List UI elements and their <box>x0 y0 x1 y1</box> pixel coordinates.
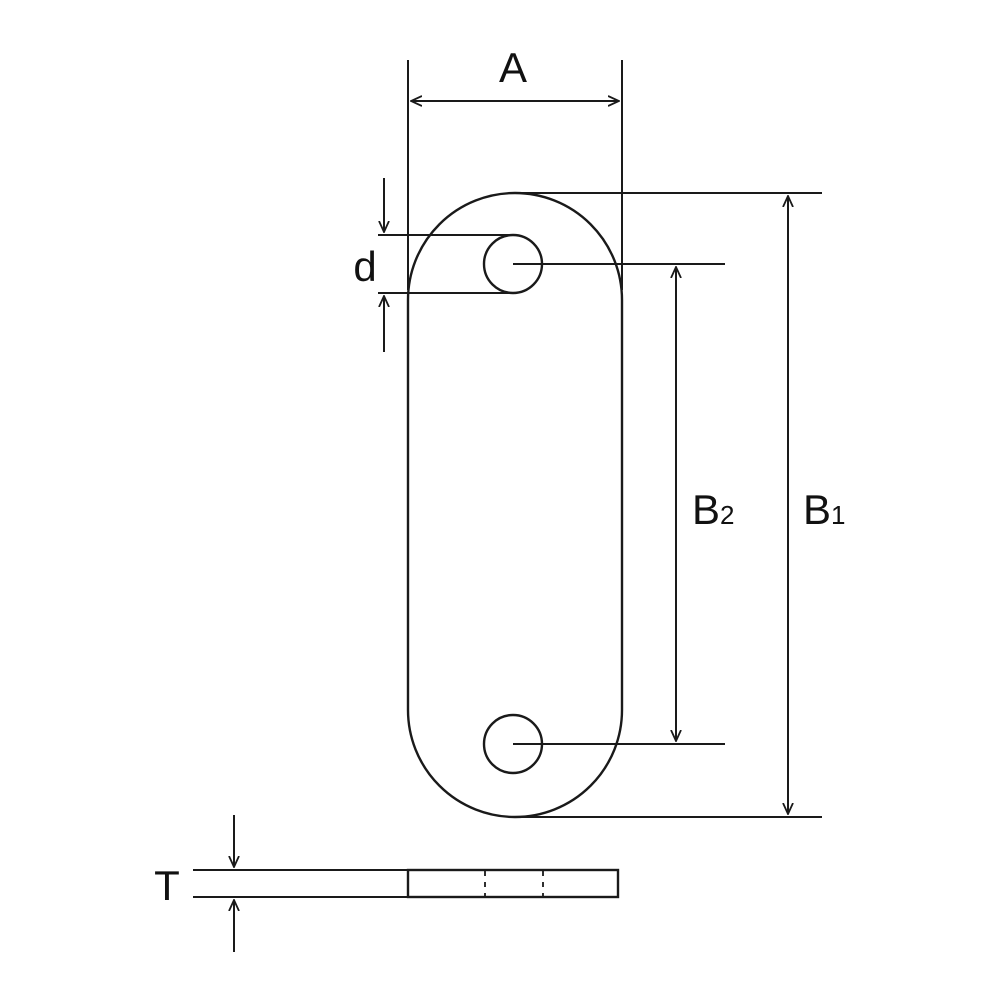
dimension-d: d <box>353 178 513 352</box>
side-view <box>193 868 620 899</box>
dimension-a: A <box>407 44 623 290</box>
dimension-a-label: A <box>499 44 527 91</box>
dimension-b1-label: B1 <box>803 486 845 533</box>
dimension-t-label: T <box>154 862 180 909</box>
dimension-t: T <box>154 815 234 952</box>
side-view-plate <box>406 868 620 899</box>
dimension-d-label: d <box>353 243 376 290</box>
plate-outline <box>406 191 624 819</box>
dimension-b2: B2 <box>513 263 734 745</box>
dimension-b1: B1 <box>513 192 845 818</box>
dimension-b2-label: B2 <box>692 486 734 533</box>
